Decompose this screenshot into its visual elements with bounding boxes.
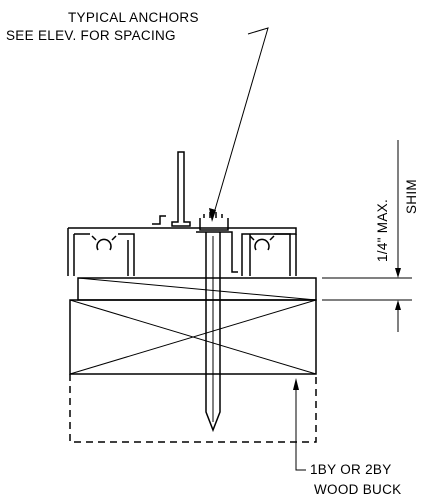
- anchor-shank: [205, 232, 221, 433]
- window-frame-extrusion: [67, 151, 297, 276]
- frame-right-chamber: [249, 233, 297, 276]
- frame-left-chamber: [73, 233, 135, 276]
- shim-diagonal: [77, 277, 317, 301]
- wood-buck-cross-2: [69, 299, 317, 375]
- anchors-note-line-2: SEE ELEV. FOR SPACING: [6, 28, 176, 43]
- right-screw-boss-icon: [249, 235, 275, 251]
- anchors-leader-line: [211, 27, 269, 221]
- frame-snap-clip: [152, 215, 166, 225]
- shim-dimension-extension-lines: [322, 140, 412, 332]
- shim-dimension-arrow-bottom: [395, 300, 401, 310]
- wood-buck-board: [69, 299, 317, 375]
- anchors-note-line-1: TYPICAL ANCHORS: [68, 10, 199, 25]
- wood-buck-solid: [69, 299, 317, 375]
- buck-note-line-1: 1BY OR 2BY: [310, 462, 392, 477]
- frame-vertical-fin: [171, 151, 191, 227]
- shim-dimension: 1/4" MAX. SHIM: [322, 140, 419, 332]
- shim-label-text: SHIM: [404, 179, 419, 214]
- buck-leader-arrowhead: [293, 378, 299, 390]
- shim-dimension-arrow-top: [395, 268, 401, 278]
- anchor-bracket: [196, 212, 238, 273]
- buck-note-line-2: WOOD BUCK: [314, 482, 401, 497]
- left-screw-boss-icon: [91, 235, 117, 251]
- shim-dimension-text: 1/4" MAX.: [375, 199, 390, 262]
- wood-buck-callout: 1BY OR 2BY WOOD BUCK: [293, 378, 401, 497]
- typical-anchors-callout: TYPICAL ANCHORS SEE ELEV. FOR SPACING: [6, 10, 269, 222]
- optional-buck-dashed-outline: [69, 374, 317, 443]
- buck-leader-line: [295, 380, 306, 471]
- frame-top-web: [67, 227, 297, 276]
- anchors-leader-arrowhead: [209, 208, 216, 222]
- shim-plate: [77, 277, 317, 301]
- masonry-anchor-screw: [205, 232, 221, 433]
